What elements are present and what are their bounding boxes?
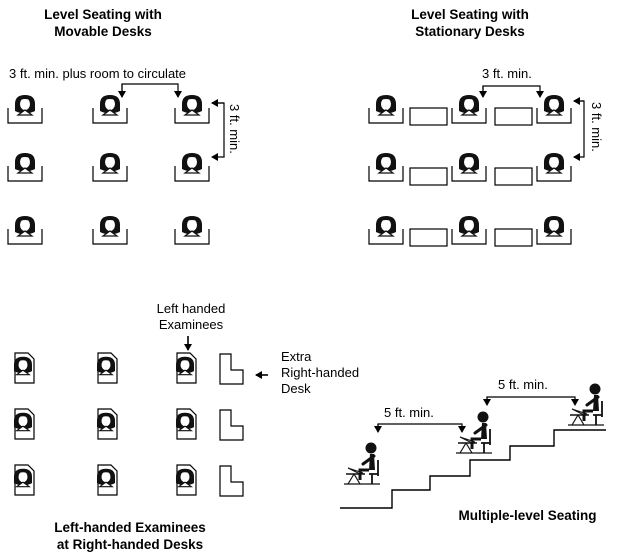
stationary-title-line1: Level Seating with: [411, 7, 529, 22]
callout-line1: Left handed: [156, 301, 226, 316]
multilevel-spacing-left: 5 ft. min.: [384, 405, 434, 420]
extra-line2: Right-handed: [281, 365, 360, 380]
multilevel-title-text: Multiple-level Seating: [458, 508, 597, 523]
movable-title-line1: Level Seating with: [44, 7, 162, 22]
left-handed-title-line2: at Right-handed Desks: [56, 537, 204, 552]
extra-line1: Extra: [281, 349, 312, 364]
left-handed-title-line1: Left-handed Examinees: [54, 520, 206, 535]
callout-line2: Examinees: [158, 317, 224, 332]
extra-desk-label: Extra Right-handed Desk: [281, 349, 359, 397]
left-handed-desk-grid: [14, 353, 244, 497]
extra-line3: Desk: [281, 381, 311, 396]
movable-title-line2: Movable Desks: [54, 24, 152, 39]
movable-desk-grid: [8, 95, 209, 244]
stationary-title-line2: Stationary Desks: [415, 24, 525, 39]
movable-desks-title: Level Seating with Movable Desks: [18, 6, 188, 40]
stationary-horizontal-note: 3 ft. min.: [482, 66, 532, 81]
stationary-desks-title: Level Seating with Stationary Desks: [385, 6, 555, 40]
multilevel-spacing-right: 5 ft. min.: [498, 377, 548, 392]
staircase: [340, 429, 606, 509]
stationary-desk-grid: [369, 95, 571, 247]
left-handed-title: Left-handed Examinees at Right-handed De…: [30, 519, 230, 553]
movable-horizontal-note: 3 ft. min. plus room to circulate: [9, 66, 187, 81]
left-handed-callout: Left handed Examinees: [143, 301, 239, 333]
multilevel-title: Multiple-level Seating: [440, 507, 615, 524]
